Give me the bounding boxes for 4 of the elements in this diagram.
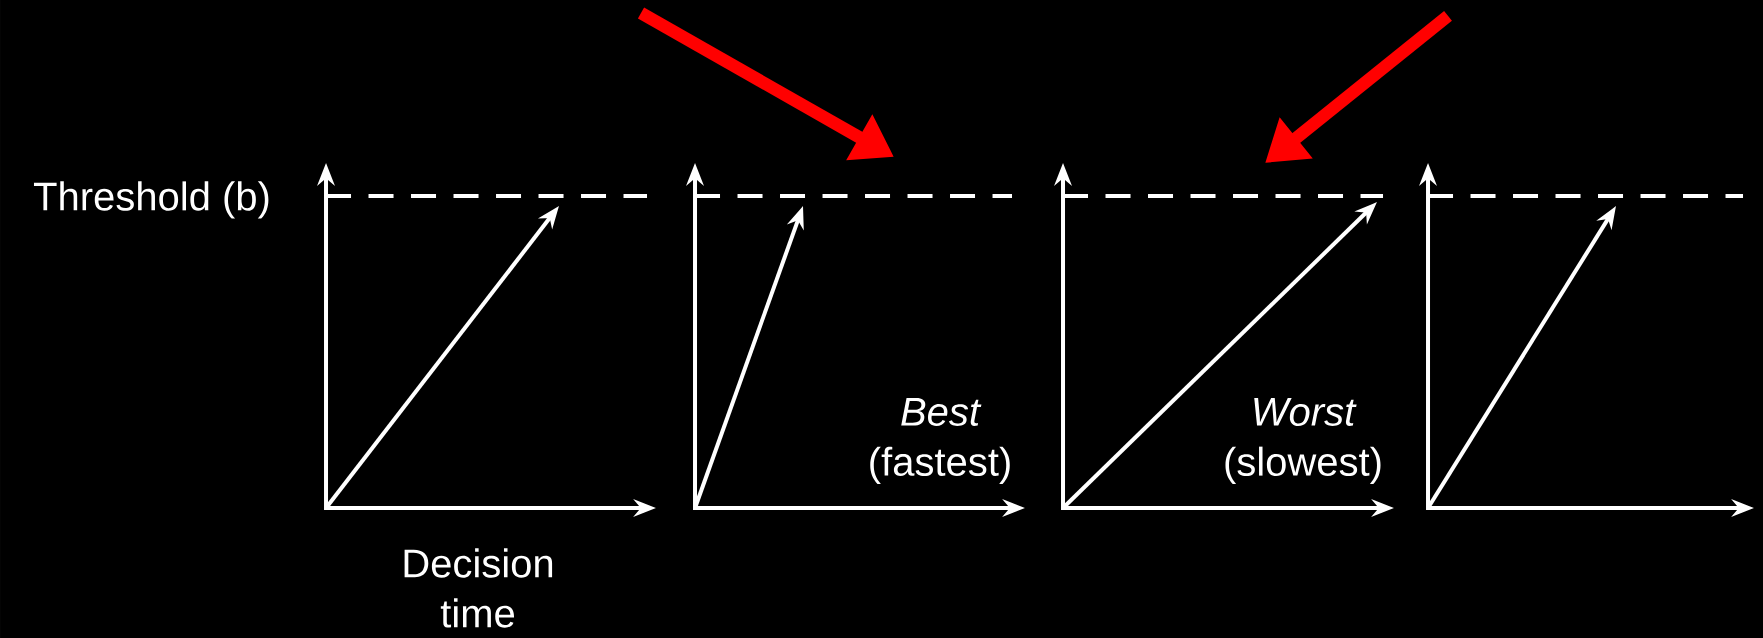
label-text: Decision time — [404, 548, 553, 628]
label-text: Best (fastest) — [870, 398, 1010, 484]
label-text: Threshold (b) — [34, 181, 269, 219]
label-text: Worst (slowest) — [1225, 398, 1381, 484]
